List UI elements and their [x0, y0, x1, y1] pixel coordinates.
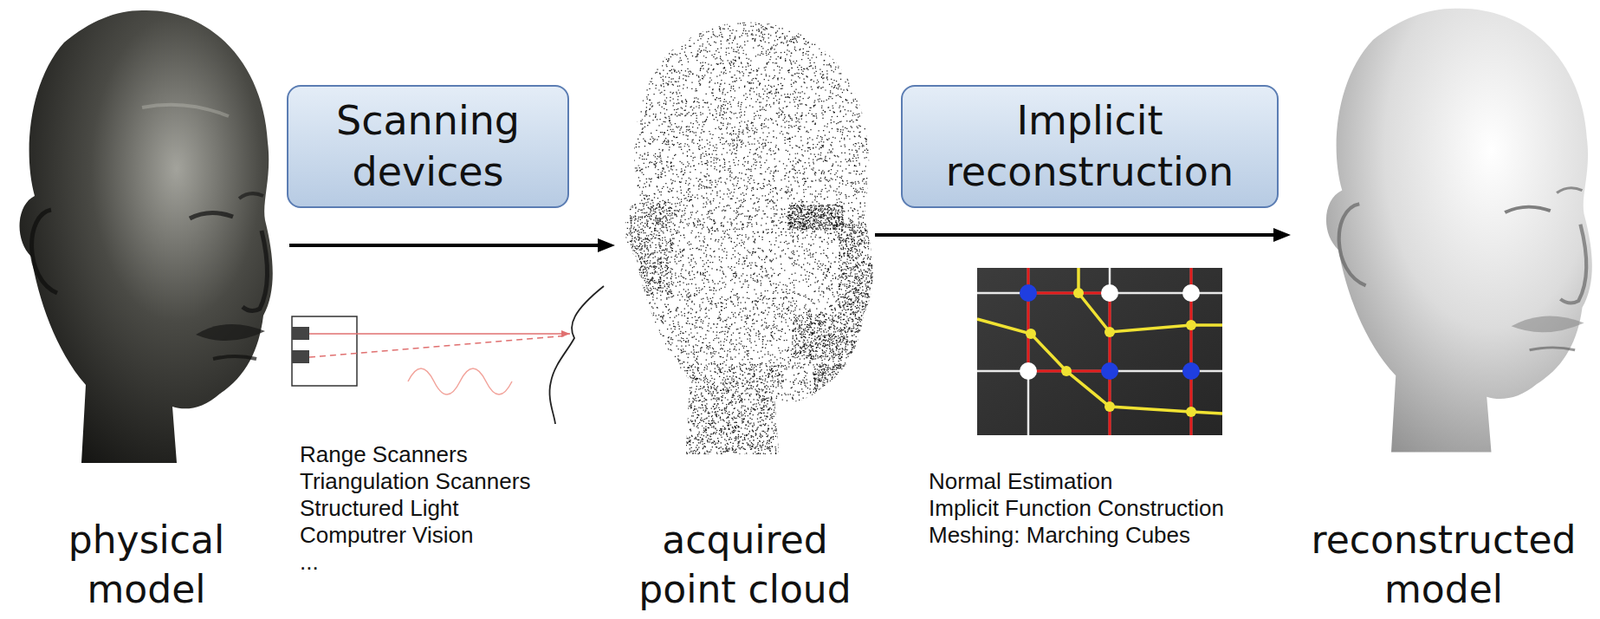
model-picture: physical model [3, 0, 290, 617]
point-cloud [617, 15, 878, 460]
bust-eye [189, 212, 234, 219]
grid-lines [977, 267, 1223, 435]
mesh-mouth [1529, 347, 1576, 350]
mesh-eye [1504, 207, 1551, 213]
model-caption: acquired point cloud [628, 515, 862, 614]
grid-samples [1019, 284, 1200, 380]
method-item: Implicit Function Construction [928, 494, 1225, 522]
method-item: Triangulation Scanners [299, 467, 531, 495]
bust-moustache [195, 323, 266, 341]
contour-vertices [1025, 287, 1197, 417]
bronze-bust [19, 10, 273, 463]
flow-arrow [874, 233, 1274, 237]
mesh-ear [1339, 203, 1367, 286]
iso-contour [977, 267, 1223, 414]
marching-cubes-grid [977, 267, 1223, 435]
mesh-head [1326, 8, 1593, 453]
bust-head [19, 10, 273, 463]
bust-eye [239, 193, 264, 199]
mesh-moustache [1511, 316, 1585, 333]
process-box: Implicit reconstruction [900, 84, 1279, 208]
reflected-ray [309, 335, 569, 357]
method-item: ... [299, 548, 319, 576]
scanner-sensor [291, 349, 310, 363]
bust-highlight [142, 104, 229, 117]
surface-profile [549, 285, 604, 424]
step-label: Scanning devices [302, 95, 554, 198]
bust-mouth [213, 356, 257, 359]
flow-arrow [289, 243, 598, 247]
mesh-nose [1560, 224, 1587, 304]
method-item: Meshing: Marching Cubes [928, 521, 1191, 549]
laser-ray [309, 332, 571, 335]
method-item: Computrer Vision [299, 521, 473, 549]
cloud-points [617, 15, 878, 460]
reconstructed-bust [1326, 8, 1593, 453]
scanner-sketch [291, 285, 604, 424]
bust-ear [32, 209, 58, 293]
model-picture: reconstructed model [1290, 0, 1597, 617]
mesh-eye [1556, 187, 1582, 194]
method-item: Normal Estimation [928, 467, 1113, 495]
model-picture: acquired point cloud [615, 0, 875, 617]
step-label: Implicit reconstruction [916, 95, 1264, 198]
model-caption: physical model [33, 515, 260, 614]
method-item: Structured Light [299, 494, 460, 522]
wave-symbol [408, 368, 512, 395]
scanner-housing [291, 316, 357, 386]
bust-nose [242, 230, 268, 311]
process-box: Scanning devices [286, 84, 570, 208]
scanner-emitter [291, 326, 310, 340]
method-item: Range Scanners [299, 440, 468, 468]
model-caption: reconstructed model [1301, 515, 1588, 614]
grid-ground [977, 267, 1223, 435]
